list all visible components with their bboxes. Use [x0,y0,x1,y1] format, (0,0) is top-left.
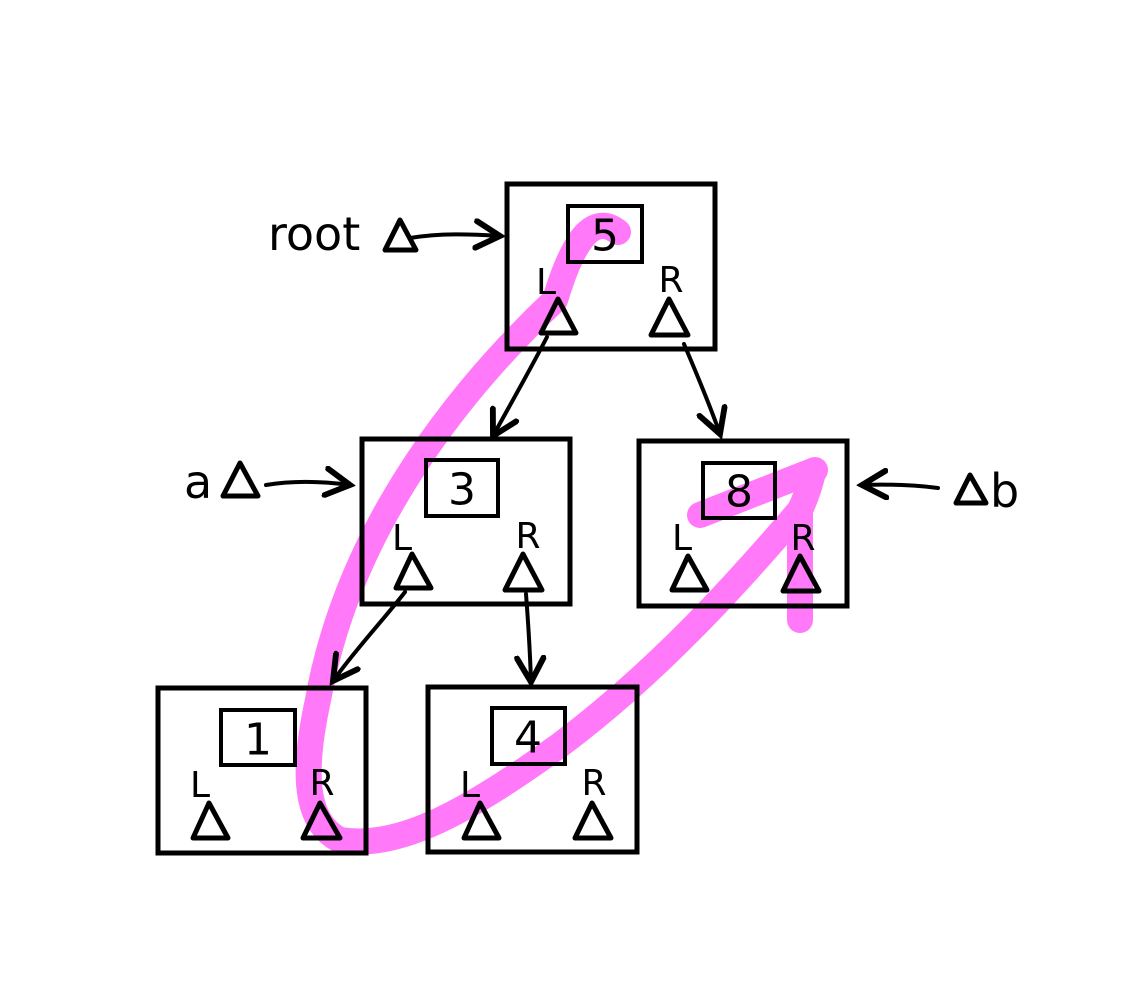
tree-node-4: 4 L R [425,684,640,855]
a-pointer-arrow [264,482,350,485]
node-4-value-box [490,706,567,766]
node-8-value: 8 [725,467,753,518]
node-3-box [359,436,573,607]
node-5-left-pointer-icon [538,296,579,336]
traversal-highlight-path [295,212,828,855]
node-1-value-box [219,708,297,767]
node-8-left-pointer-icon [669,553,710,593]
node-8-right-label: R [790,518,815,559]
edge-3-to-4 [526,592,531,682]
b-pointer: b [862,464,1019,518]
node-1-left-label: L [190,765,210,806]
node-3-right-pointer-icon [502,551,545,593]
node-5-right-label: R [658,260,683,301]
node-1-right-label: R [309,763,334,804]
node-4-right-label: R [581,763,606,804]
node-4-right-pointer-icon [572,800,614,841]
edge-3-to-1 [333,590,407,681]
node-4-left-pointer-icon [461,800,502,841]
edge-5-to-3 [493,335,549,436]
b-pointer-arrow [862,485,940,488]
edge-5-to-8 [682,342,720,434]
node-1-value: 1 [244,715,272,766]
node-3-value-box [424,458,500,518]
tree-node-3: 3 L R [359,436,573,607]
b-pointer-label: b [990,464,1019,518]
node-5-box [504,181,718,352]
node-5-right-pointer-icon [648,296,691,338]
root-pointer-icon [382,217,419,253]
node-4-value: 4 [514,713,542,764]
node-8-left-label: L [672,518,692,559]
node-8-value-box [701,461,777,520]
a-pointer-label: a [184,455,212,509]
node-3-left-label: L [392,518,412,559]
node-1-right-pointer-icon [300,800,343,841]
root-pointer-label: root [268,207,360,261]
node-8-box [636,438,850,609]
node-1-box [155,685,369,856]
node-1-left-pointer-icon [190,800,231,841]
tree-node-8: 8 L R [636,438,850,609]
node-5-value: 5 [591,211,619,262]
node-4-left-label: L [460,765,480,806]
node-5-value-box [566,204,644,264]
tree-node-5: 5 L R [504,181,718,352]
b-pointer-icon [953,472,989,506]
a-pointer: a [184,455,350,509]
node-3-right-label: R [515,516,540,557]
a-pointer-icon [220,460,261,499]
root-pointer: root [268,207,500,261]
node-8-right-pointer-icon [780,553,822,594]
root-pointer-arrow [408,234,500,238]
node-5-left-label: L [536,262,556,303]
node-3-value: 3 [448,465,476,516]
tree-node-1: 1 L R [155,685,369,856]
node-3-left-pointer-icon [393,551,434,591]
